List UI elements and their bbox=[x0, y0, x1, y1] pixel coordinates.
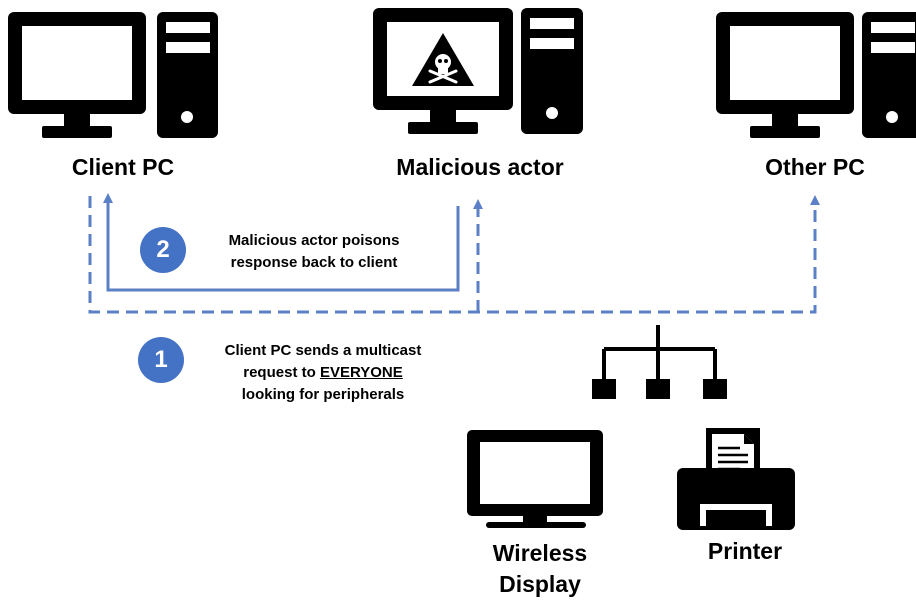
client-pc-label: Client PC bbox=[71, 154, 175, 180]
step-2-line2: response back to client bbox=[230, 254, 398, 271]
malicious-actor-label: Malicious actor bbox=[396, 154, 564, 180]
wireless-display-label: Wireless Display bbox=[470, 538, 610, 600]
printer-label: Printer bbox=[707, 538, 783, 564]
step-1-emphasis: EVERYONE bbox=[319, 364, 403, 381]
wireless-display-icon bbox=[467, 430, 603, 528]
step-1-line2-prefix: request to bbox=[243, 364, 320, 381]
step-1-line2: request to EVERYONE bbox=[194, 362, 452, 384]
multicast-request-line bbox=[88, 195, 820, 314]
malicious-actor-pc-icon bbox=[373, 8, 583, 134]
wireless-display-label-line1: Wireless bbox=[492, 540, 588, 566]
step-1-line1: Client PC sends a multicast bbox=[224, 342, 422, 359]
printer-icon bbox=[677, 428, 795, 530]
poisoned-response-line bbox=[103, 193, 460, 292]
step-2-badge: 2 bbox=[140, 227, 186, 273]
step-1-line3: looking for peripherals bbox=[241, 386, 405, 403]
step-1-badge: 1 bbox=[138, 337, 184, 383]
other-pc-icon bbox=[716, 12, 916, 138]
step-1-text: Client PC sends a multicast request to E… bbox=[194, 340, 452, 406]
step-2-text: Malicious actor poisons response back to… bbox=[196, 230, 432, 274]
other-pc-label: Other PC bbox=[765, 154, 865, 180]
wireless-display-label-line2: Display bbox=[499, 571, 581, 597]
network-hierarchy-icon bbox=[592, 325, 727, 399]
skull-warning-icon bbox=[412, 33, 474, 86]
client-pc-icon bbox=[8, 12, 218, 138]
step-2-line1: Malicious actor poisons bbox=[228, 232, 400, 249]
